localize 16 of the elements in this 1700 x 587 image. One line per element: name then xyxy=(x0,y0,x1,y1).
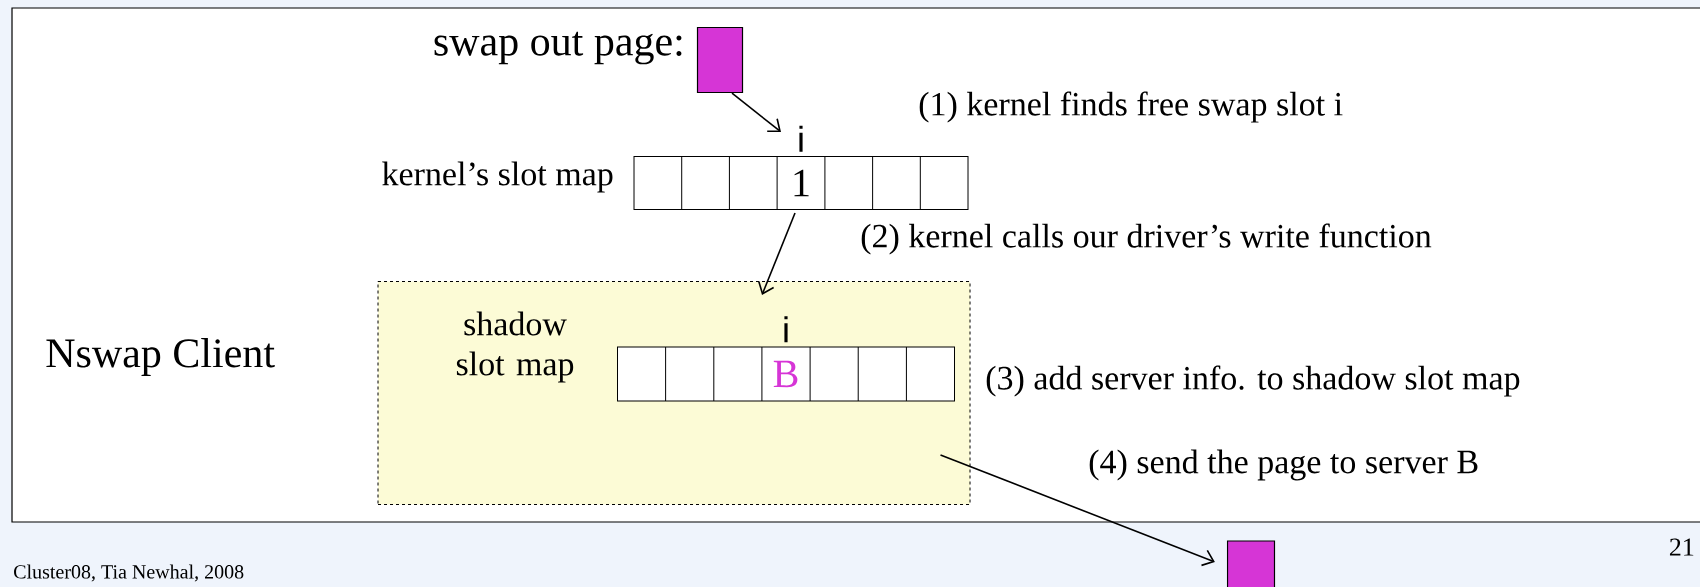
array-label: shadow slot map xyxy=(456,311,574,383)
step-note: (2) kernel calls our driver’s write function xyxy=(861,223,1432,255)
arrow xyxy=(758,212,796,295)
arrow xyxy=(939,454,1215,567)
index-letter: i xyxy=(799,125,803,152)
slot-map-array: B xyxy=(617,346,955,402)
footer-text: Cluster08, Tia Newhal, 2008 xyxy=(14,564,244,582)
page-box xyxy=(696,26,744,94)
slot-map-array: 1 xyxy=(633,156,969,210)
caption-text: swap out page: xyxy=(434,31,682,65)
arrow xyxy=(731,92,781,133)
array-label: kernel’s slot map xyxy=(382,161,613,193)
page-number: 21 xyxy=(1669,538,1694,556)
page-box xyxy=(1226,540,1276,587)
group-title: Nswap Client xyxy=(46,337,275,377)
index-letter: i xyxy=(784,316,788,343)
